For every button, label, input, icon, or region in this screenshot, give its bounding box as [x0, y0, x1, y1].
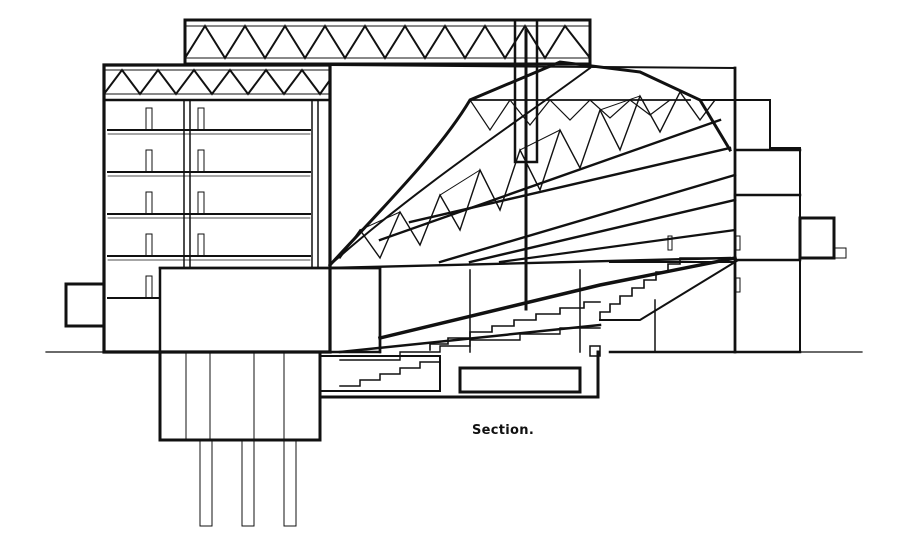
- drawing-caption: Section.: [472, 423, 535, 438]
- office-truss: [104, 70, 330, 94]
- vertical-shaft: [515, 20, 537, 310]
- auditorium-shell: [330, 62, 735, 268]
- basement-rooms: [320, 346, 600, 392]
- roof-truss: [185, 20, 590, 64]
- office-block: [66, 65, 330, 352]
- seating-tiers: [160, 258, 735, 360]
- right-wing: [610, 68, 846, 352]
- piles: [200, 440, 296, 526]
